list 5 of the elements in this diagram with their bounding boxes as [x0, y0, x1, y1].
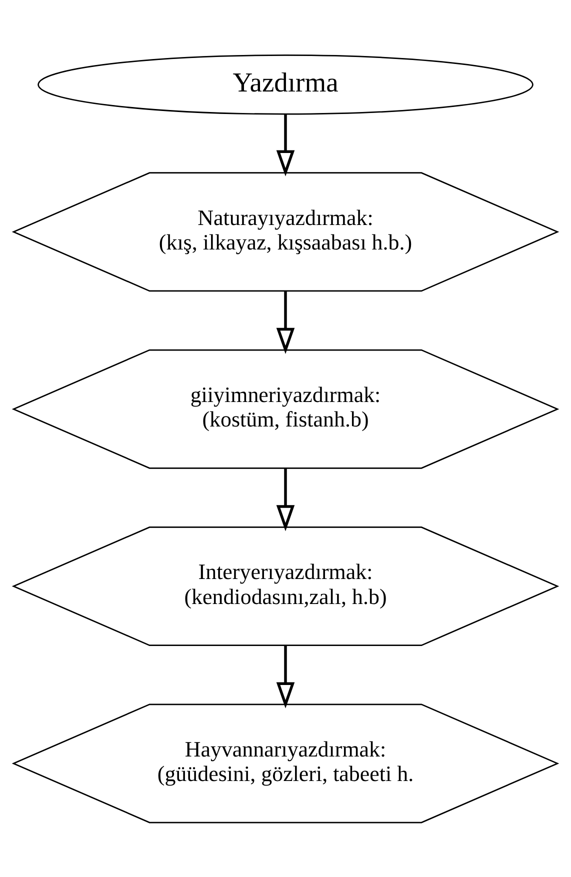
arrow: [276, 113, 295, 176]
arrow: [276, 468, 295, 531]
node-ellipse: Yazdırma: [38, 54, 534, 114]
arrow: [276, 290, 295, 354]
arrow: [276, 645, 295, 708]
